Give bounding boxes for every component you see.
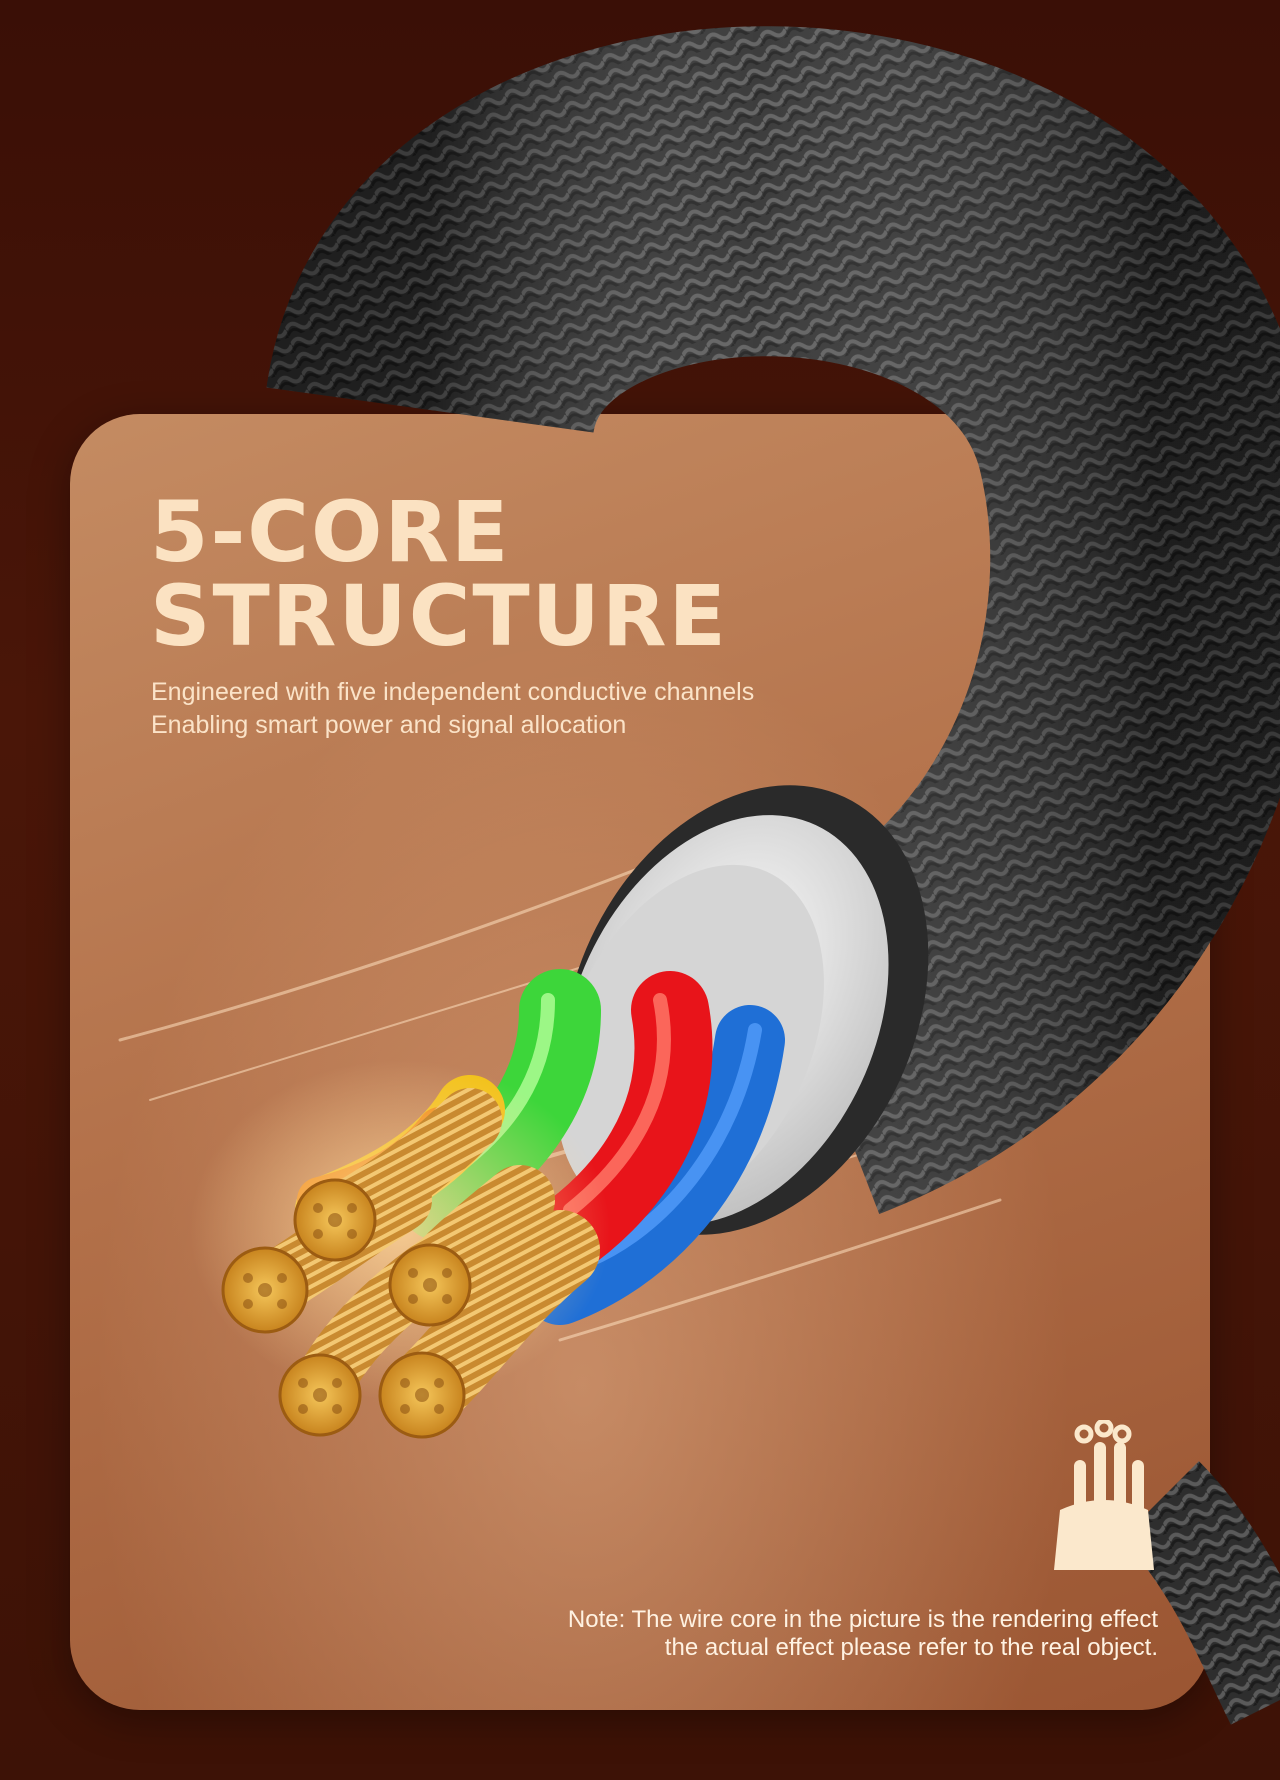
subtitle-line-2: Enabling smart power and signal allocati… xyxy=(151,711,627,739)
page-title: 5-CORE STRUCTURE xyxy=(150,490,728,658)
subtitle: Engineered with five independent conduct… xyxy=(151,676,754,742)
title-line-1: 5-CORE xyxy=(150,483,511,581)
wire-core-icon xyxy=(1054,1420,1154,1570)
note-line-2: the actual effect please refer to the re… xyxy=(664,1634,1158,1661)
subtitle-line-1: Engineered with five independent conduct… xyxy=(151,678,755,706)
note-line-1: Note: The wire core in the picture is th… xyxy=(567,1606,1158,1633)
disclaimer-note: Note: The wire core in the picture is th… xyxy=(568,1606,1158,1662)
title-line-2: STRUCTURE xyxy=(150,567,728,665)
